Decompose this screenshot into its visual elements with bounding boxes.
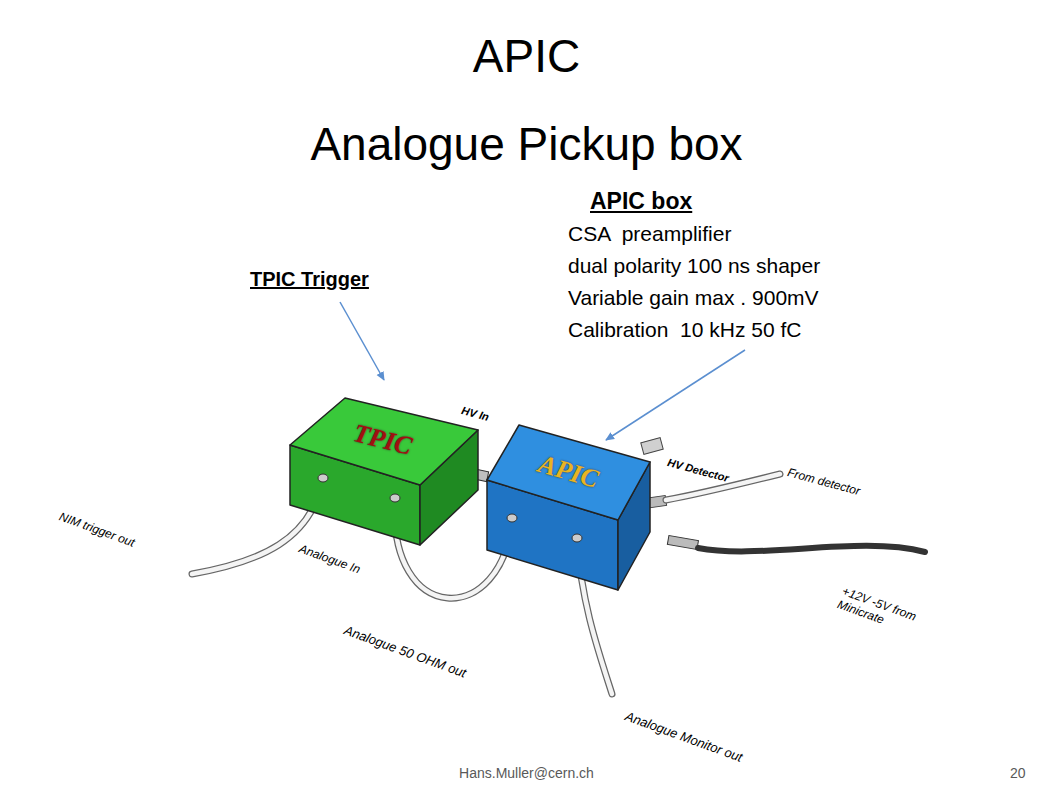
apic-box: APIC [482, 418, 657, 608]
spec-line-wrap: Calibration 10 kHz 50 fC [568, 318, 801, 342]
leader-arrow [340, 302, 384, 380]
box-outline [285, 390, 485, 550]
author-email: Hans.Muller@cern.ch [459, 765, 594, 781]
hv-detector-connector [641, 438, 663, 455]
spec-line: CSA preamplifier [568, 222, 731, 246]
slide-subtitle-wrap: Analogue Pickup box [0, 118, 1053, 171]
power-jack [667, 535, 698, 549]
box-face [487, 425, 650, 520]
cable-label: +12V -5V from Minicrate [835, 585, 948, 649]
spec-line: dual polarity 100 ns shaper [568, 254, 820, 278]
cable-label: NIM trigger out [57, 510, 136, 550]
cable-label: Analogue In [297, 542, 362, 577]
leader-arrow [606, 350, 745, 440]
box-outline [482, 418, 657, 608]
callout-heading: APIC box [590, 188, 692, 214]
bnc-connector [572, 534, 582, 542]
bnc-connector [318, 474, 328, 482]
power-cable [698, 546, 925, 552]
cable-label-wrap: +12V -5V from Minicrate [835, 585, 948, 649]
page-number: 20 [1010, 765, 1026, 781]
spec-line: Calibration 10 kHz 50 fC [568, 318, 801, 342]
callout-heading-wrap: TPIC Trigger [250, 268, 369, 291]
cable-label: Analogue Monitor out [623, 709, 744, 765]
bnc-connector [507, 514, 517, 522]
callout-heading-wrap: APIC box [590, 188, 692, 214]
callout-heading: TPIC Trigger [250, 268, 369, 291]
cable-label-wrap: From detector [786, 462, 863, 499]
cable-label-wrap: Analogue 50 OHM out [342, 621, 469, 682]
connector-label-wrap: HV Detector [666, 452, 731, 486]
box-face [290, 398, 478, 485]
cable-label-wrap: NIM trigger out [57, 507, 138, 551]
cable-label-wrap: Analogue Monitor out [623, 707, 745, 766]
cable-label: From detector [786, 466, 862, 499]
spec-line-wrap: Variable gain max . 900mV [568, 286, 819, 310]
connector-label: HV Detector [666, 456, 730, 485]
spec-line-wrap: CSA preamplifier [568, 222, 731, 246]
bnc-connector [390, 494, 400, 502]
slide-subtitle: Analogue Pickup box [310, 118, 742, 171]
slide-title: APIC [473, 30, 580, 83]
tpic-box: TPIC [285, 390, 485, 550]
cable-label-wrap: Analogue In [297, 539, 363, 578]
cable-label: Analogue 50 OHM out [342, 623, 468, 681]
connector-label-wrap: HV In [460, 400, 492, 425]
author-email-wrap: Hans.Muller@cern.ch [0, 764, 1053, 782]
connector-label: HV In [460, 404, 490, 423]
spec-line: Variable gain max . 900mV [568, 286, 819, 310]
page-number-wrap: 20 [1010, 764, 1026, 782]
slide-title-wrap: APIC [0, 30, 1053, 83]
spec-line-wrap: dual polarity 100 ns shaper [568, 254, 820, 278]
